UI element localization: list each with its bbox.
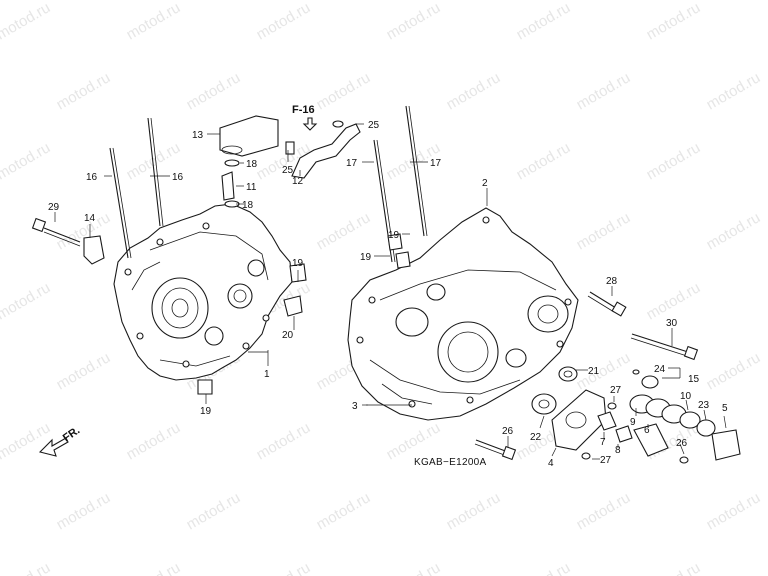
watermark-text: motod.ru: [574, 69, 634, 113]
callout-7: 7: [600, 437, 606, 448]
watermark-text: motod.ru: [54, 349, 114, 393]
watermark-text: motod.ru: [254, 559, 314, 576]
watermark-text: motod.ru: [704, 489, 764, 533]
diagram-code: KGAB−E1200A: [414, 457, 487, 468]
callout-16a: 16: [86, 172, 98, 183]
callout-13: 13: [192, 130, 204, 141]
watermark-text: motod.ru: [574, 209, 634, 253]
watermark-text: motod.ru: [644, 0, 704, 43]
callout-27b: 27: [600, 455, 612, 466]
callout-6: 6: [644, 425, 650, 436]
watermark-text: motod.ru: [574, 349, 634, 393]
callout-25b: 25: [282, 165, 294, 176]
watermark-text: motod.ru: [184, 69, 244, 113]
callout-30: 30: [666, 318, 678, 329]
callout-10: 10: [680, 391, 692, 402]
callout-19a: 19: [292, 258, 304, 269]
leader-lines: [54, 123, 727, 460]
callout-21: 21: [588, 366, 600, 377]
watermark-text: motod.ru: [514, 559, 574, 576]
callout-labels: 1 2 3 4 5 6 7 8 9 10 11 12 13 14 15 16 1…: [38, 104, 728, 469]
callout-19d: 19: [360, 252, 372, 263]
watermark-text: motod.ru: [0, 419, 53, 463]
callout-19b: 19: [200, 406, 212, 417]
watermark-text: motod.ru: [254, 419, 314, 463]
left-crankcase-drawing: [31, 115, 307, 395]
watermark-text: motod.ru: [704, 69, 764, 113]
watermark-text: motod.ru: [704, 209, 764, 253]
watermark-text: motod.ru: [644, 139, 704, 183]
reference-label-f16: F-16: [292, 104, 315, 116]
callout-24: 24: [654, 364, 666, 375]
callout-9: 9: [630, 417, 636, 428]
watermark-text: motod.ru: [704, 349, 764, 393]
watermark-text: motod.ru: [0, 559, 53, 576]
watermark-text: motod.ru: [184, 489, 244, 533]
watermark-text: motod.ru: [124, 559, 184, 576]
right-crankcase-drawing: [347, 105, 741, 464]
callout-18b: 18: [242, 200, 254, 211]
callout-11: 11: [246, 182, 257, 193]
watermark-text: motod.ru: [314, 489, 374, 533]
callout-23: 23: [698, 400, 710, 411]
callout-25a: 25: [368, 120, 380, 131]
watermark-text: motod.ru: [0, 0, 53, 43]
callout-19c: 19: [388, 230, 400, 241]
watermark-text: motod.ru: [124, 0, 184, 43]
watermark-text: motod.ru: [574, 489, 634, 533]
callout-28: 28: [606, 276, 618, 287]
watermark-text: motod.ru: [0, 279, 53, 323]
callout-12: 12: [292, 176, 304, 187]
callout-8: 8: [615, 445, 621, 456]
breather-hose-drawing: [285, 120, 361, 179]
callout-20: 20: [282, 330, 294, 341]
watermark-text: motod.ru: [124, 419, 184, 463]
watermark-text: motod.ru: [514, 0, 574, 43]
callout-16b: 16: [172, 172, 184, 183]
callout-14: 14: [84, 213, 96, 224]
callout-1: 1: [264, 369, 270, 380]
watermark-text: motod.ru: [54, 69, 114, 113]
watermark-text: motod.ru: [314, 209, 374, 253]
callout-5: 5: [722, 403, 728, 414]
watermark-text: motod.ru: [384, 0, 444, 43]
callout-27a: 27: [610, 385, 622, 396]
watermark-text: motod.ru: [644, 559, 704, 576]
callout-22: 22: [530, 432, 542, 443]
callout-17a: 17: [346, 158, 358, 169]
watermark-text: motod.ru: [54, 489, 114, 533]
callout-4: 4: [548, 458, 554, 469]
callout-26a: 26: [676, 438, 688, 449]
watermark-text: motod.ru: [444, 489, 504, 533]
watermark-text: motod.ru: [314, 69, 374, 113]
callout-2: 2: [482, 178, 488, 189]
callout-26b: 26: [502, 426, 514, 437]
callout-18a: 18: [246, 159, 258, 170]
watermark-text: motod.ru: [514, 139, 574, 183]
callout-29: 29: [48, 202, 60, 213]
watermark-text: motod.ru: [0, 139, 53, 183]
watermark-text: motod.ru: [644, 279, 704, 323]
callout-17b: 17: [430, 158, 442, 169]
watermark-text: motod.ru: [384, 559, 444, 576]
callout-3: 3: [352, 401, 358, 412]
watermark-text: motod.ru: [254, 0, 314, 43]
callout-15: 15: [688, 374, 700, 385]
watermark-text: motod.ru: [444, 69, 504, 113]
